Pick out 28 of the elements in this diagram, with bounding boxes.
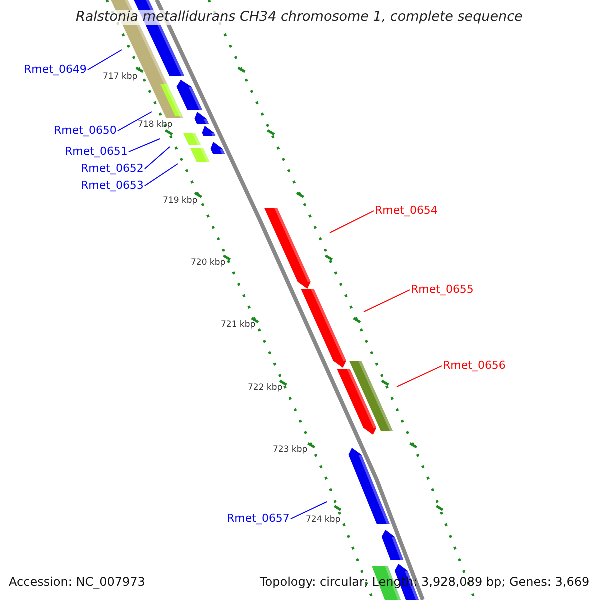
scale-label: 723 kbp [273,446,308,456]
leader-line [396,366,442,388]
leader-line [128,138,160,153]
scale-label: 720 kbp [191,259,226,268]
leader-line [330,210,374,234]
gene-label: Rmet_0656 [443,360,506,372]
leader-line [144,164,178,187]
gene-label: Rmet_0653 [81,180,144,192]
gene-label: Rmet_0657 [227,513,290,526]
footer-text: Accession: NC_007973 [9,576,146,590]
scale-label: 722 kbp [248,384,283,394]
footer-text: Topology: circular; Length: 3,928,089 bp; Genes: 3,669 [260,576,590,590]
scale-label: 718 kbp [138,121,173,130]
gene-label: Rmet_0650 [54,125,117,138]
scale-label: 717 kbp [103,73,138,82]
gene-label: Rmet_0652 [81,163,144,176]
leader-line [87,50,122,71]
scale-label: 721 kbp [221,321,256,330]
scale-label: 724 kbp [306,516,341,526]
gene-label: Rmet_0654 [375,205,438,218]
gene-label: Rmet_0655 [411,284,474,296]
leader-line [290,502,328,520]
scale-label: 719 kbp [163,197,198,206]
gene-label: Rmet_0651 [65,146,128,158]
gene-label: Rmet_0649 [24,64,87,76]
leader-line [144,146,170,170]
leader-line [364,290,410,312]
leader-line [117,112,152,132]
